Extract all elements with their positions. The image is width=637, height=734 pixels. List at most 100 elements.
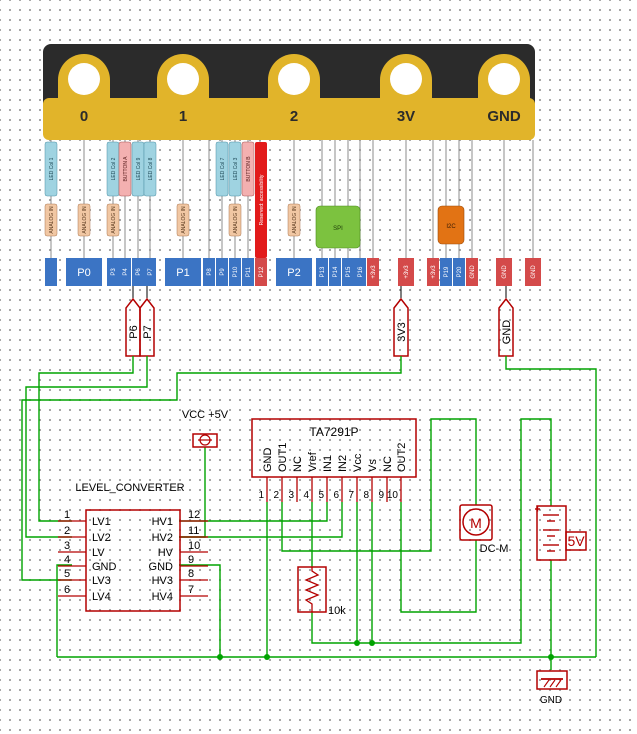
lc-pin-label: GND xyxy=(92,561,117,573)
wire-out1-motor xyxy=(281,418,477,552)
lc-pin-label: HV1 xyxy=(152,516,173,528)
stripe-led-col-8-label: LED Col 8 xyxy=(148,157,154,180)
ic-pin-number: 7 xyxy=(348,490,354,501)
pad-0: 0 xyxy=(58,54,110,140)
pin-label-p2: P2 xyxy=(287,267,300,279)
level-converter-name: LEVEL_CONVERTER xyxy=(75,482,184,494)
pin-label: P4 xyxy=(123,268,129,276)
pin-box xyxy=(453,258,465,286)
ic-pin-9: NC9 xyxy=(378,456,394,502)
connector-label: GND xyxy=(501,320,513,345)
stripe-analog-in-label: ANALOG IN xyxy=(233,206,239,234)
ic-pin-name: IN1 xyxy=(322,455,334,472)
dc-motor[interactable]: M DC-M xyxy=(459,504,508,555)
lc-pin-number: 3 xyxy=(64,540,70,552)
stripe-led-col-1-label: LED Col 1 xyxy=(49,157,55,180)
vcc-label: VCC +5V xyxy=(182,409,229,421)
pin-box xyxy=(342,258,354,286)
connector-3v3[interactable]: 3V3 xyxy=(393,286,409,357)
pin-box xyxy=(45,258,57,286)
connector-p6[interactable]: P6 xyxy=(125,286,141,357)
pad-hole xyxy=(278,63,310,95)
motor-box xyxy=(459,504,493,541)
pin-box xyxy=(144,258,156,286)
lc-pin-label: LV2 xyxy=(92,532,111,544)
pad-hole xyxy=(390,63,422,95)
lc-pin-number: 8 xyxy=(188,568,194,580)
pin-label: GND xyxy=(502,265,508,279)
pin-label: GND xyxy=(470,265,476,279)
lc-pin-number: 10 xyxy=(188,540,200,552)
battery-5v[interactable]: 5V xyxy=(535,505,587,561)
ic-ta7291p[interactable]: TA7291P GND1OUT12NC3Vref4IN15IN26Vcc7Vs8… xyxy=(251,418,417,502)
pin-label: P16 xyxy=(358,266,364,277)
pad-hole xyxy=(167,63,199,95)
pin-box xyxy=(354,258,366,286)
ground-symbol[interactable]: GND xyxy=(536,670,568,706)
connector-gnd[interactable]: GND xyxy=(498,286,514,357)
stripe-analog-in-label: ANALOG IN xyxy=(82,206,88,234)
vcc-symbol[interactable]: VCC +5V xyxy=(182,409,229,448)
pin-box xyxy=(316,258,328,286)
ic-pin-8: Vs8 xyxy=(363,459,379,502)
pin-box-3v xyxy=(398,258,414,286)
resistor-label: 10k xyxy=(328,605,346,617)
ic-body xyxy=(251,418,417,478)
pin-box xyxy=(119,258,131,286)
level-converter[interactable]: LEVEL_CONVERTER 1LV12LV23LV4GND5LV36LV41… xyxy=(58,482,208,612)
stripe-analog-in-p3 xyxy=(106,203,120,237)
pin-box-p0 xyxy=(66,258,102,286)
pin-boxes: P0 P3 P4 P6 P7 P1 P8 P9 P10 P11 P12 P2 P… xyxy=(45,258,541,286)
connector-p7[interactable]: P7 xyxy=(139,286,155,357)
resistor-10k[interactable]: 10k xyxy=(297,566,346,617)
lc-pin-label: LV xyxy=(92,547,105,559)
lc-pin-label: HV xyxy=(158,547,174,559)
ic-pin-name: NC xyxy=(292,456,304,472)
wire-5v-bus xyxy=(311,418,552,644)
stripe-led-col-9-label: LED Col 9 xyxy=(136,157,142,180)
pin-label: P8 xyxy=(207,268,213,276)
pin-box-gnd xyxy=(496,258,512,286)
battery-label: 5V xyxy=(567,533,585,549)
stripe-analog-in-label: ANALOG IN xyxy=(49,206,55,234)
pad-gnd: GND xyxy=(478,54,530,140)
wire-gnd-rail xyxy=(505,356,597,657)
pin-box xyxy=(440,258,452,286)
wire-p6-lv1 xyxy=(38,356,134,522)
ic-pin-name: Vref xyxy=(307,451,319,472)
battery-label-box xyxy=(565,531,587,551)
pin-label: P20 xyxy=(457,266,463,277)
lc-pin-label: GND xyxy=(149,561,174,573)
wire-hv2-in2 xyxy=(179,502,343,538)
ic-pin-number: 8 xyxy=(363,490,369,501)
stripe-button-b-label: BUTTON B xyxy=(246,156,252,182)
stripe-button-b xyxy=(241,141,255,197)
pin-label: P11 xyxy=(246,266,252,277)
pin-label: P19 xyxy=(444,266,450,277)
stripe-spi-label: SPI xyxy=(333,226,343,232)
wire-hv-gnd xyxy=(179,564,221,657)
level-converter-body xyxy=(85,509,181,612)
lc-left-pin-3: 3LV xyxy=(58,540,105,559)
ground-label: GND xyxy=(540,695,562,706)
stripe-analog-in-label: ANALOG IN xyxy=(292,206,298,234)
lc-pin-number: 7 xyxy=(188,584,194,596)
pad-hole xyxy=(68,63,100,95)
ic-pin-number: 5 xyxy=(318,490,324,501)
lc-pin-number: 4 xyxy=(64,554,70,566)
ic-pin-name: Vcc xyxy=(352,453,364,472)
pad-label: GND xyxy=(487,108,521,125)
pin-box xyxy=(367,258,379,286)
ic-pin-number: 2 xyxy=(273,490,279,501)
pin-box xyxy=(216,258,228,286)
stripe-analog-in-label: ANALOG IN xyxy=(111,206,117,234)
ic-pin-number: 6 xyxy=(333,490,339,501)
ic-pin-name: OUT2 xyxy=(396,443,408,472)
ic-pin-5: IN1 5 xyxy=(318,455,334,502)
motor-circle xyxy=(462,508,490,536)
